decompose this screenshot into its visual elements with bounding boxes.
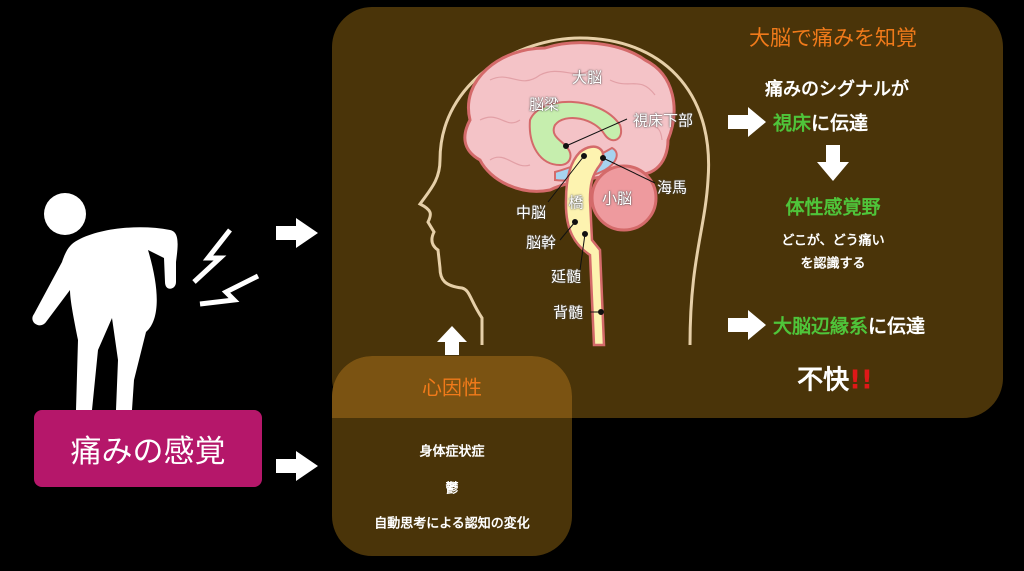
thalamus-line: 視床に伝達 xyxy=(773,109,868,136)
head-outline xyxy=(417,36,711,346)
back-pain-person-icon xyxy=(32,193,178,410)
arrow-right-icon xyxy=(276,218,318,248)
lightning-icon xyxy=(192,228,260,307)
limbic-line: 大脳辺縁系に伝達 xyxy=(773,312,925,339)
desc-line-1: どこが、どう痛い xyxy=(781,233,885,249)
arrow-down-icon xyxy=(817,145,849,181)
psychogenic-item: 自動思考による認知の変化 xyxy=(374,516,530,532)
psychogenic-item: 身体症状症 xyxy=(419,444,485,460)
exclaim-mark: !! xyxy=(849,365,873,396)
cerebellum-shape xyxy=(590,164,658,232)
thalamus-text: 視床 xyxy=(773,112,812,135)
label-hypothalamus: 視床下部 xyxy=(632,111,694,130)
label-midbrain: 中脳 xyxy=(515,203,547,222)
discomfort-line: 不快!! xyxy=(797,360,873,397)
arrow-right-icon xyxy=(728,310,766,340)
pain-sensation-box: 痛みの感覚 xyxy=(34,410,262,487)
desc-line-2: を認識する xyxy=(800,256,866,272)
label-cerebrum: 大脳 xyxy=(571,68,603,87)
label-pons: 橋 xyxy=(568,193,584,212)
corpus-callosum-shape xyxy=(528,100,623,167)
transmit-text: に伝達 xyxy=(868,315,926,338)
arrow-right-icon xyxy=(728,107,766,137)
perception-title: 大脳で痛みを知覚 xyxy=(749,26,917,50)
transmit-text: に伝達 xyxy=(811,112,869,135)
label-cerebellum: 小脳 xyxy=(601,189,633,208)
arrow-right-icon xyxy=(276,451,318,481)
label-corpus-callosum: 脳梁 xyxy=(528,95,560,114)
label-spinal-cord: 背髄 xyxy=(552,303,584,322)
psychogenic-title: 心因性 xyxy=(422,375,482,400)
label-medulla: 延髄 xyxy=(550,267,582,286)
limbic-text: 大脳辺縁系 xyxy=(773,315,869,338)
discomfort-text: 不快 xyxy=(797,365,850,396)
label-hippocampus: 海馬 xyxy=(656,178,688,197)
pain-sensation-label: 痛みの感覚 xyxy=(70,434,226,470)
psychogenic-panel xyxy=(332,356,572,556)
somatosensory-text: 体性感覚野 xyxy=(785,196,881,219)
arrow-up-icon xyxy=(437,326,467,355)
brain-perception-panel xyxy=(332,7,1003,418)
signal-text: 痛みのシグナルが xyxy=(765,79,909,100)
psychogenic-header-band xyxy=(332,356,572,418)
label-brainstem: 脳幹 xyxy=(525,233,557,252)
psychogenic-item: 鬱 xyxy=(445,481,459,497)
